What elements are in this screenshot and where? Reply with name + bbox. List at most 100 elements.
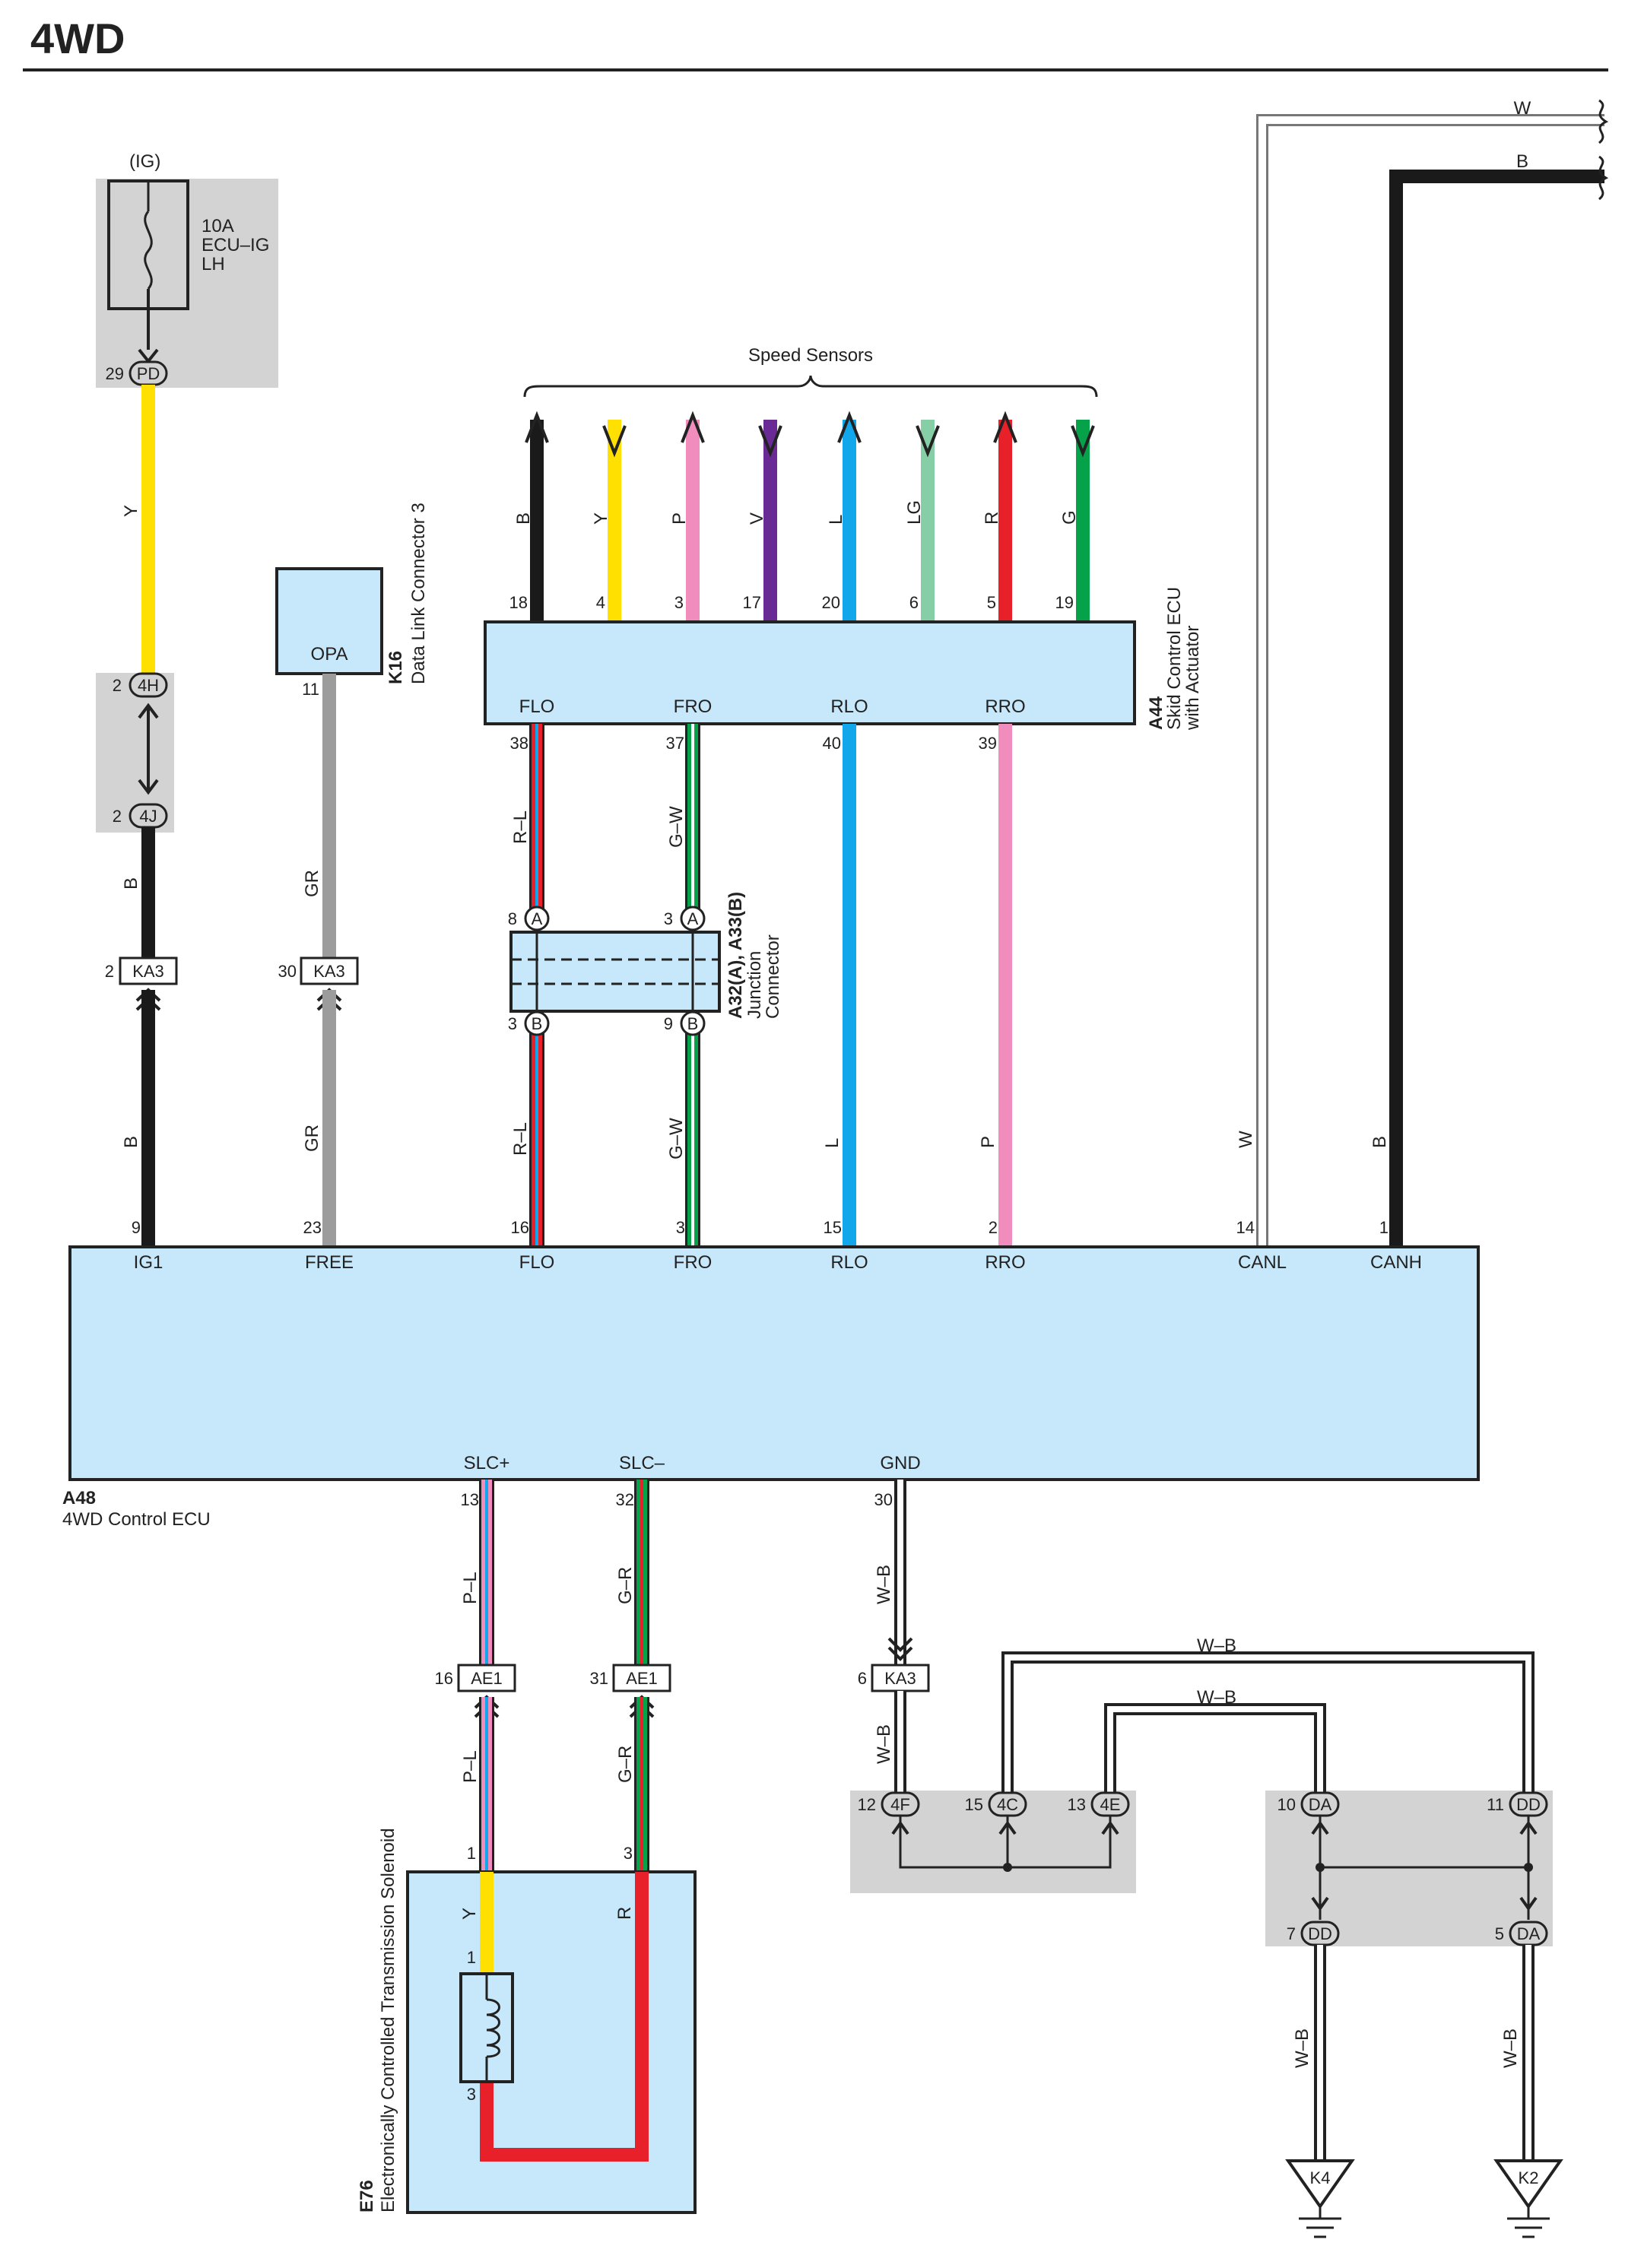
connector-4h-pin: 2 — [113, 676, 122, 695]
wire-label-rl-2: R–L — [510, 1122, 531, 1156]
ka3-free-pin: 30 — [278, 962, 297, 981]
sensor-pin-2: 3 — [674, 593, 684, 612]
arrow-up-icon-4 — [837, 411, 862, 443]
jc-name-1: Junction — [744, 951, 765, 1019]
dlc3-pin: 11 — [302, 680, 319, 699]
jc-b-right — [680, 1010, 706, 1036]
wire-label-w-top: W — [1514, 98, 1531, 119]
connector-4j-pin: 2 — [113, 807, 122, 826]
main-bottom-pin-2: 30 — [874, 1490, 893, 1509]
pd-pin: 29 — [106, 364, 124, 383]
jc-a-left-label: A — [532, 909, 543, 928]
wire-label-pl-1: P–L — [460, 1572, 481, 1604]
speed-sensors-brace — [523, 375, 1098, 398]
ka3-gnd-arrow-icon — [887, 1637, 913, 1661]
sensor-pin-3: 17 — [743, 593, 761, 612]
gj-4f-label: 4F — [890, 1795, 910, 1814]
solenoid-name: Electronically Controlled Transmission S… — [378, 1828, 398, 2212]
jc-a-right-pin: 3 — [664, 909, 673, 928]
main-top-pin-name-1: FREE — [305, 1252, 354, 1273]
wire-label-b-ig-2: B — [121, 1136, 141, 1148]
skid-out-rlo: RLO — [830, 696, 868, 717]
ground-k4-label: K4 — [1310, 2168, 1331, 2187]
ig-source-label: (IG) — [129, 151, 160, 172]
gj-da-bottom-label: DA — [1517, 1924, 1541, 1943]
sensor-pin-5: 6 — [909, 593, 919, 612]
ground-k4-icon — [1285, 2159, 1355, 2209]
wire-label-p: P — [978, 1136, 998, 1148]
main-top-pin-7: 1 — [1379, 1218, 1389, 1237]
main-top-pin-name-7: CANH — [1370, 1252, 1422, 1273]
ka3-free-connector — [300, 956, 359, 985]
gj-4e-pin: 13 — [1068, 1795, 1086, 1814]
wire-label-gw-1: G–W — [666, 806, 687, 848]
ka3-ig-connector — [119, 956, 178, 985]
skid-out-fro-pin: 37 — [666, 734, 684, 753]
sensor-wire-color-3: V — [747, 512, 767, 525]
main-top-pin-5: 2 — [989, 1218, 998, 1237]
wire-label-pl-2: P–L — [460, 1750, 481, 1783]
main-top-pin-6: 14 — [1236, 1218, 1255, 1237]
wire-break-w-icon — [1598, 99, 1609, 144]
sensor-wire-color-7: G — [1059, 510, 1080, 525]
wire-label-wb-top-1: W–B — [1197, 1635, 1236, 1656]
sensor-wire-color-2: P — [669, 512, 690, 525]
wire-label-w-can: W — [1236, 1131, 1256, 1148]
gj-left-arrows-icon — [891, 1820, 1119, 1835]
gj-right-arrows-icon — [1311, 1820, 1538, 1911]
main-top-pin-name-0: IG1 — [134, 1252, 163, 1273]
gj-dd-bottom-label: DD — [1308, 1924, 1332, 1943]
main-top-pin-name-3: FRO — [674, 1252, 713, 1273]
wire-wb-inner-loop — [1104, 1703, 1326, 1793]
arrow-up-icon-6 — [993, 411, 1017, 443]
skid-out-rlo-pin: 40 — [823, 734, 841, 753]
gj-da-top-label: DA — [1309, 1795, 1332, 1814]
pd-connector-label: PD — [137, 364, 160, 383]
arrow-down-icon-7 — [1071, 425, 1095, 458]
dlc3-name: Data Link Connector 3 — [408, 503, 429, 684]
gj-4c-label: 4C — [997, 1795, 1018, 1814]
wire-label-wb-gnd-2: W–B — [874, 1724, 894, 1764]
ground-k2-label: K2 — [1519, 2168, 1539, 2187]
gj-da-top-pin: 10 — [1277, 1795, 1296, 1814]
main-bottom-pin-0: 13 — [461, 1490, 479, 1509]
main-bottom-pin-name-0: SLC+ — [464, 1453, 510, 1473]
page-title: 4WD — [30, 14, 125, 62]
sensor-pin-0: 18 — [509, 593, 528, 612]
wire-wb-outer-loop — [1001, 1651, 1535, 1793]
skid-out-flo: FLO — [519, 696, 555, 717]
arrow-up-icon-0 — [525, 411, 549, 443]
wire-break-b-icon — [1598, 155, 1609, 201]
wire-label-b-ig-1: B — [121, 877, 141, 890]
wire-label-gr-sl-2: G–R — [615, 1746, 636, 1783]
wire-label-b-top: B — [1516, 151, 1528, 172]
sensor-pin-6: 5 — [987, 593, 996, 612]
speed-sensors-label: Speed Sensors — [748, 345, 873, 366]
sensor-pin-4: 20 — [822, 593, 840, 612]
wire-b-can — [1389, 170, 1604, 1247]
ground-k2-earth-icon — [1507, 2206, 1550, 2238]
sensor-wire-color-0: B — [513, 512, 534, 525]
jc-b-left — [524, 1010, 550, 1036]
solenoid-pin-3-coil: 3 — [467, 2085, 476, 2104]
solenoid-pin-1-top: 1 — [467, 1844, 476, 1863]
arrow-down-icon-1 — [602, 425, 627, 458]
main-top-pin-4: 15 — [824, 1218, 842, 1237]
ae1-minus-label: AE1 — [626, 1669, 658, 1688]
ae1-minus-pin: 31 — [590, 1669, 608, 1688]
solenoid-pin-3-top: 3 — [624, 1844, 633, 1863]
fuse-icon — [144, 211, 153, 290]
jc-a-right-label: A — [687, 909, 699, 928]
ae1-plus-connector — [457, 1664, 516, 1692]
skid-out-flo-pin: 38 — [510, 734, 528, 753]
gj-right-splice-right — [1524, 1863, 1533, 1872]
gj-right-splice-left — [1316, 1863, 1325, 1872]
gj-da-bottom-pin: 5 — [1495, 1924, 1504, 1943]
solenoid-coil-icon — [486, 1998, 500, 2058]
sensor-pin-7: 19 — [1055, 593, 1074, 612]
wire-label-gr-2: GR — [302, 1124, 322, 1152]
junction-connector-box — [509, 931, 721, 1013]
gj-4f-pin: 12 — [858, 1795, 876, 1814]
main-bottom-pin-name-2: GND — [880, 1453, 920, 1473]
